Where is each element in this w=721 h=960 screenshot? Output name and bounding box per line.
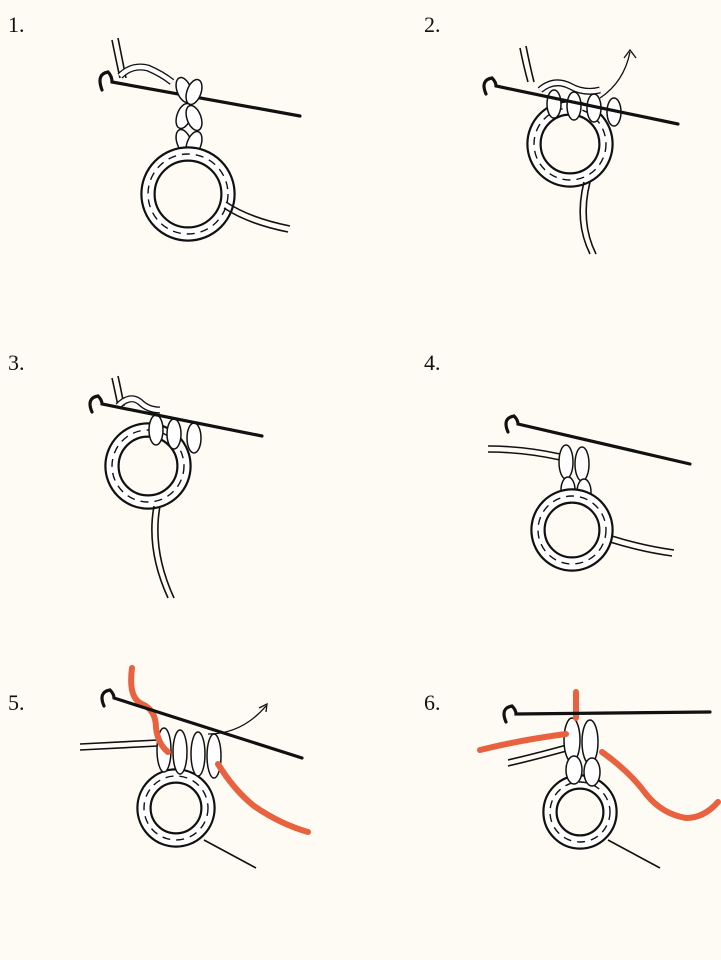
step-5-illustration — [8, 690, 328, 870]
crochet-hook-icon — [506, 416, 690, 464]
step-6: 6. — [424, 690, 721, 960]
step-6-illustration — [424, 690, 721, 870]
step-3-illustration — [8, 350, 308, 620]
step-4: 4. — [424, 350, 721, 620]
direction-arrow-icon — [600, 50, 636, 98]
step-1: 1. — [8, 12, 348, 282]
step-3: 3. — [8, 350, 348, 620]
step-2: 2. — [424, 12, 721, 282]
step-2-illustration — [424, 12, 721, 282]
chain-ring — [141, 147, 235, 241]
crochet-hook-icon — [504, 706, 710, 722]
step-4-illustration — [424, 350, 721, 620]
step-1-illustration — [8, 12, 348, 282]
step-5: 5. — [8, 690, 348, 960]
